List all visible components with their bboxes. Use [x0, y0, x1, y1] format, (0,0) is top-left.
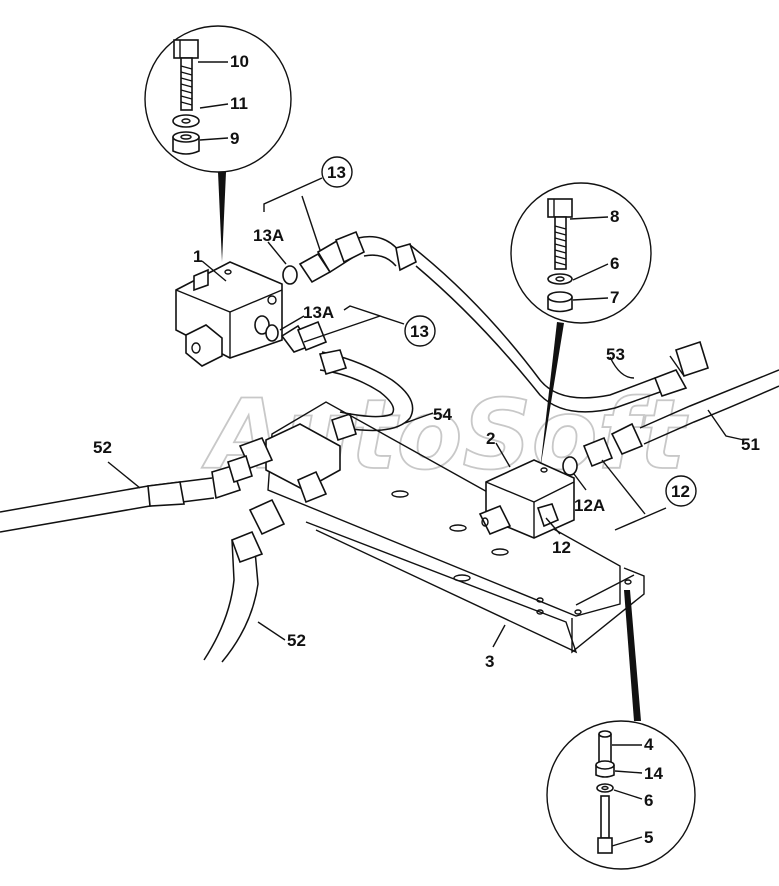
o-ring-13a-lower	[265, 324, 279, 342]
bracket-3	[267, 401, 645, 654]
callout-12-group: 12 12A	[573, 459, 697, 531]
callout-12-circle: 12	[671, 482, 690, 501]
leader-to-mount	[624, 590, 641, 721]
leader-3	[492, 624, 506, 648]
callout-13-upper-group: 13 13A	[253, 156, 353, 265]
detail-circle-bolt-spacer: 8 6 7	[510, 182, 652, 324]
leader-51	[707, 409, 745, 441]
detail-circle-mount-bolt: 4 14 6 5	[546, 720, 696, 870]
callout-54: 54	[433, 405, 452, 424]
callout-13-upper: 13	[327, 163, 346, 182]
callout-2: 2	[486, 429, 495, 448]
callout-12-block: 12	[552, 538, 571, 557]
hose-52-left	[0, 454, 253, 533]
callout-13a-lower: 13A	[303, 303, 334, 322]
callout-10: 10	[230, 52, 249, 71]
leader-52-lower	[257, 621, 286, 641]
leader-to-block-1	[218, 172, 226, 262]
callout-3: 3	[485, 652, 494, 671]
callout-53: 53	[606, 345, 625, 364]
detail-circle-bolt-nut: 10 11 9	[144, 25, 292, 173]
leader-52-left	[107, 461, 141, 489]
hose-54	[280, 320, 414, 442]
valve-block-2	[478, 459, 575, 539]
callout-51: 51	[741, 435, 760, 454]
callout-8: 8	[610, 207, 619, 226]
leader-53	[609, 356, 635, 379]
callout-12a: 12A	[574, 496, 605, 515]
callout-1: 1	[193, 247, 202, 266]
callout-13-lower-group: 13 13A	[279, 303, 436, 347]
o-ring-12a	[562, 456, 578, 476]
callout-7: 7	[610, 288, 619, 307]
callout-9: 9	[230, 129, 239, 148]
callout-52-left: 52	[93, 438, 112, 457]
valve-block-1	[175, 261, 283, 367]
leader-54	[404, 412, 434, 424]
leader-12-block	[545, 517, 561, 535]
hose-52-lower	[203, 498, 286, 663]
callout-52-lower: 52	[287, 631, 306, 650]
o-ring-13a-upper	[282, 265, 298, 285]
callout-6-top: 6	[610, 254, 619, 273]
callout-13-lower: 13	[410, 322, 429, 341]
callout-11: 11	[230, 94, 248, 113]
adapter-12	[582, 436, 614, 468]
callout-4: 4	[644, 735, 654, 754]
hose-51	[610, 369, 779, 456]
callout-14: 14	[644, 764, 663, 783]
callout-13a-upper: 13A	[253, 226, 284, 245]
callout-5: 5	[644, 828, 653, 847]
hose-53	[298, 230, 709, 413]
leader-to-block-2	[540, 322, 564, 470]
callout-6-bottom: 6	[644, 791, 653, 810]
